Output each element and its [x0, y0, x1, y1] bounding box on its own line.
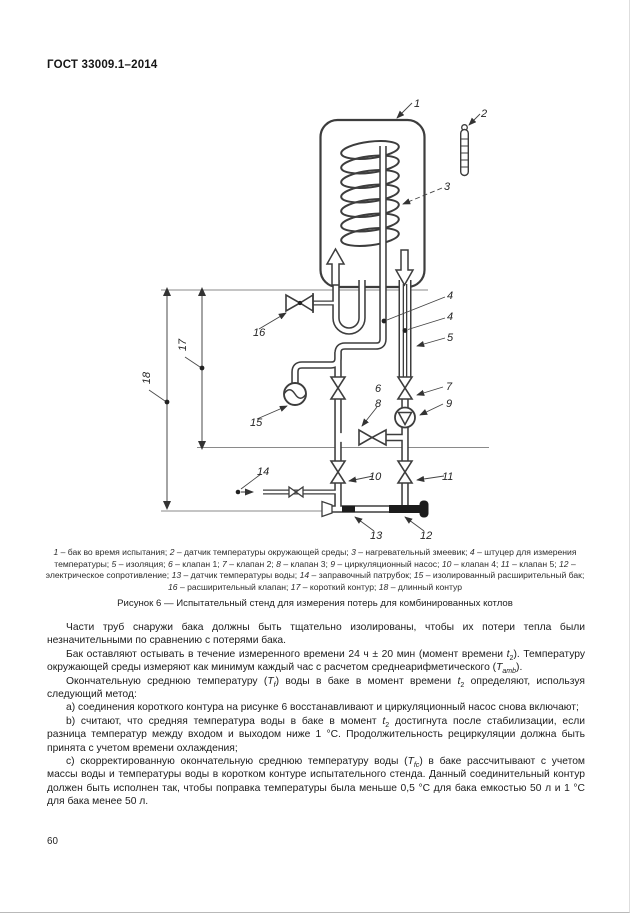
- long-circuit-dimension: [148, 287, 171, 510]
- temp-fitting-dot-2: [402, 328, 408, 333]
- callout-10: 10: [369, 471, 382, 483]
- page-number: 60: [47, 836, 58, 847]
- callout-13: 13: [370, 530, 383, 542]
- flow-up-arrow: [325, 247, 346, 286]
- leader-lines: [240, 102, 481, 532]
- paragraph: Части труб снаружи бака должны быть тщат…: [47, 622, 585, 647]
- valve-2: [396, 376, 414, 400]
- valve-3: [358, 428, 387, 447]
- callout-8: 8: [375, 398, 382, 410]
- fill-inlet-dot: [235, 489, 241, 495]
- callout-12: 12: [420, 530, 432, 542]
- electric-resistance: [389, 505, 422, 513]
- figure-title: Рисунок 6 — Испытательный стенд для изме…: [117, 598, 513, 609]
- resistance-knob: [419, 500, 429, 518]
- dimension-lines: [161, 289, 489, 512]
- callout-14: 14: [257, 466, 269, 478]
- test-stand-diagram: 1 2 3 4 4 5 6 7 8 9 10 11 12 13 14 15 16…: [141, 98, 489, 542]
- callout-7: 7: [446, 381, 453, 393]
- callout-17: 17: [177, 338, 189, 351]
- valve-1: [329, 376, 347, 400]
- water-temp-sensor: [342, 505, 355, 513]
- short-circuit-dimension: [184, 287, 206, 450]
- callout-4a: 4: [447, 290, 453, 302]
- figure-legend: 1 – бак во время испытания; 2 – датчик т…: [45, 547, 585, 592]
- paragraph: b) считают, что средняя температура воды…: [47, 715, 585, 754]
- callout-6: 6: [375, 383, 382, 395]
- drain-funnel: [321, 500, 333, 518]
- paragraph: Окончательную среднюю температуру (Tf) в…: [47, 675, 585, 701]
- flow-down-arrow: [394, 249, 415, 287]
- callout-18: 18: [141, 371, 153, 384]
- valve-4: [329, 460, 347, 484]
- paragraph: с) скорректированную окончательную средн…: [47, 756, 585, 808]
- page-title: ГОСТ 33009.1–2014: [47, 59, 158, 71]
- expansion-tank: [283, 382, 307, 406]
- callout-2: 2: [480, 108, 487, 120]
- callout-11: 11: [442, 471, 453, 483]
- callout-1: 1: [414, 98, 420, 110]
- callout-5: 5: [447, 332, 454, 344]
- valve-5: [396, 460, 414, 484]
- thermometer-icon: [460, 124, 470, 177]
- fill-valve: [288, 485, 304, 499]
- callout-9: 9: [446, 398, 452, 410]
- callout-3: 3: [444, 181, 451, 193]
- body-text: Части труб снаружи бака должны быть тщат…: [47, 621, 585, 809]
- heating-coil: [340, 140, 400, 247]
- paragraph: а) соединения короткого контура на рисун…: [66, 702, 579, 714]
- expansion-valve-16: [285, 293, 314, 313]
- temp-fitting-dot-1: [381, 318, 387, 324]
- circulation-pump: [394, 406, 416, 429]
- callout-15: 15: [250, 417, 263, 429]
- callout-4b: 4: [447, 311, 453, 323]
- callout-16: 16: [253, 327, 266, 339]
- paragraph: Бак оставляют остывать в течение измерен…: [47, 648, 586, 676]
